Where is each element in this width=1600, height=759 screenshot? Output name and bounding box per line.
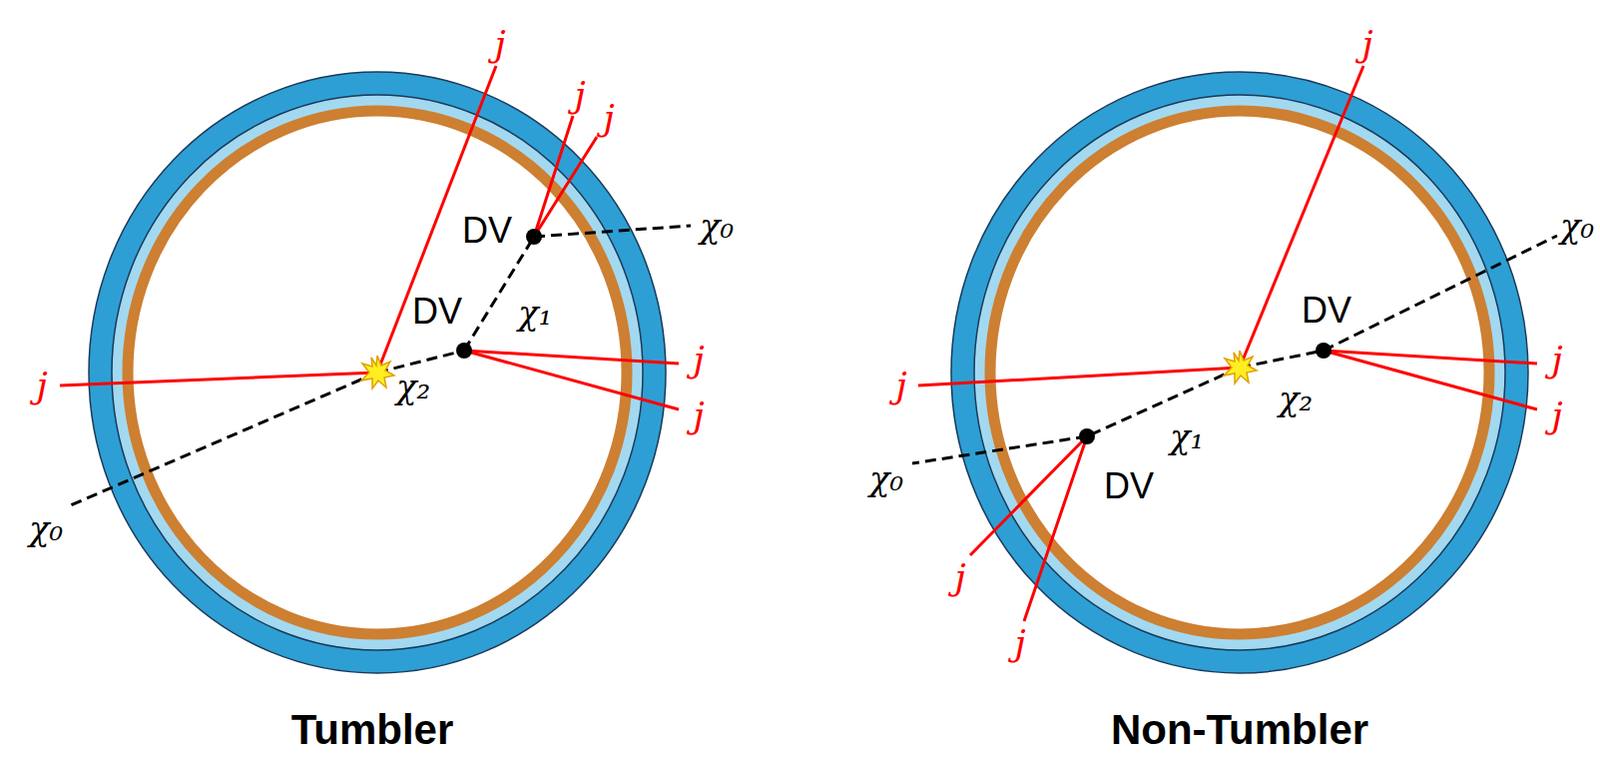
jet-label: j	[895, 365, 907, 406]
jet-label: j	[1361, 23, 1373, 64]
invisible-particles	[912, 235, 1558, 464]
particle-label: χ₀	[1560, 207, 1595, 245]
jets	[59, 65, 679, 410]
particle-label: χ₁	[518, 294, 552, 332]
jet-label: j	[1551, 339, 1563, 380]
vertex-dot	[1078, 428, 1095, 445]
jet-label: j	[692, 339, 704, 380]
vertex-dot	[1315, 342, 1332, 359]
caption: Tumbler	[291, 706, 455, 753]
vertex-label: DV	[462, 210, 513, 251]
detector-rings	[88, 71, 666, 673]
jet-label: j	[573, 74, 585, 115]
collision-point	[361, 355, 395, 389]
particle-label: χ₂	[1278, 380, 1313, 418]
caption: Non-Tumbler	[1110, 706, 1369, 753]
jet-label: j	[692, 395, 704, 436]
particle-label: χ₀	[28, 510, 63, 547]
jet-label: j	[602, 97, 614, 138]
invisible-particles	[65, 225, 691, 508]
detector-rings	[951, 71, 1529, 673]
particle-label: χ₀	[699, 207, 734, 245]
jet-label: j	[954, 556, 966, 597]
vertex-dot	[526, 228, 542, 245]
jet-label: j	[1551, 395, 1563, 436]
particle-label: χ₀	[869, 460, 904, 498]
vertex-dot	[456, 342, 473, 359]
jet-label: j	[494, 23, 506, 64]
vertex-label: DV	[1103, 466, 1154, 507]
vertex-label: DV	[1301, 290, 1352, 331]
collision-point	[1223, 350, 1257, 384]
jets	[918, 65, 1538, 621]
jet-label: j	[35, 365, 47, 406]
vertex-label: DV	[412, 291, 463, 332]
particle-label: χ₁	[1169, 418, 1204, 456]
particle-label: χ₂	[396, 368, 431, 406]
jet-label: j	[1014, 622, 1026, 663]
